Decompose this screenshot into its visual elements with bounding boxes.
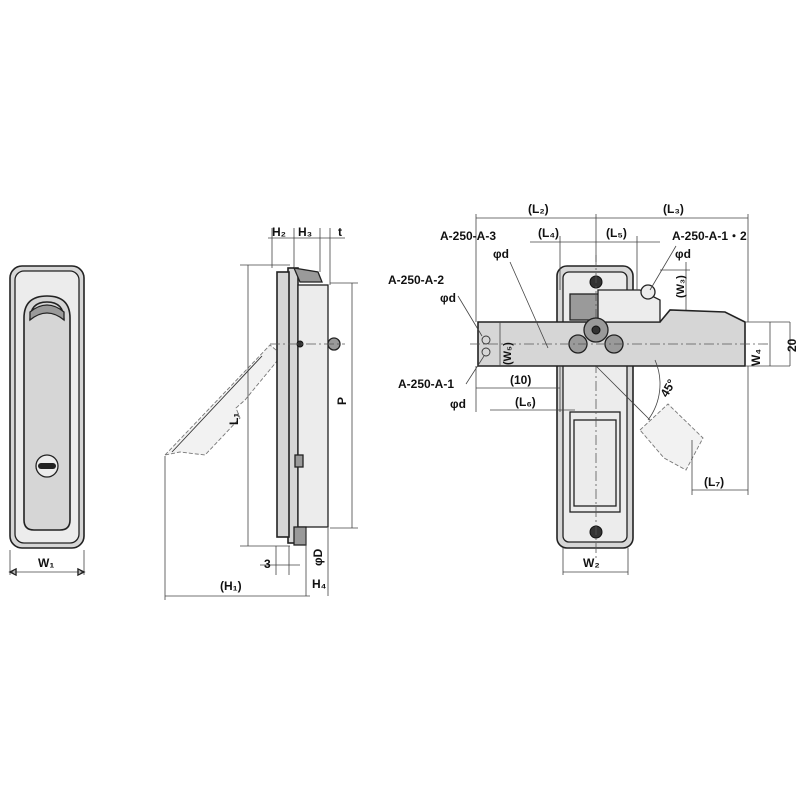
label-w1: W₁ xyxy=(38,556,54,570)
front-view: W₁ xyxy=(8,265,86,577)
label-phi-d-side: φD xyxy=(311,548,325,566)
label-l1: L₁ xyxy=(227,413,241,425)
rear-cam-hole xyxy=(640,284,656,300)
side-handle-open-ghost xyxy=(163,344,283,456)
side-body xyxy=(297,284,329,528)
side-view: H₂ H₃ t L₁ P 3 φD H₄ (H₁) xyxy=(163,225,358,600)
label-l4: (L₄) xyxy=(538,226,559,240)
front-handle xyxy=(23,295,71,531)
label-l7: (L₇) xyxy=(704,475,724,489)
rear-view: (L₂) (L₃) (L₄) (L₅) (W₃) (W₅) W₄ 20 (10)… xyxy=(388,202,799,575)
label-l2: (L₂) xyxy=(528,202,549,216)
label-w5: (W₅) xyxy=(502,342,514,365)
callout-a2: A-250-A-2 xyxy=(388,273,444,287)
callout-a1: A-250-A-1 xyxy=(398,377,454,391)
side-bottom-stud xyxy=(293,526,307,546)
callout-a1-d: φd xyxy=(450,397,466,411)
label-3: 3 xyxy=(264,557,271,571)
label-h3: H₃ xyxy=(298,225,312,239)
side-handle-top xyxy=(292,267,323,283)
label-h1: (H₁) xyxy=(220,579,242,593)
label-l5: (L₅) xyxy=(606,226,627,240)
label-w4: W₄ xyxy=(749,349,763,366)
label-h4: H₄ xyxy=(312,577,327,591)
label-10: (10) xyxy=(510,373,531,387)
callout-a12-d: φd xyxy=(675,247,691,261)
keyhole-slot xyxy=(38,463,56,469)
front-handle-shadow xyxy=(29,304,65,322)
side-lower-tab xyxy=(294,454,304,468)
callout-a3: A-250-A-3 xyxy=(440,229,496,243)
side-handle xyxy=(276,271,290,538)
callout-a12: A-250-A-1・2 xyxy=(672,229,747,243)
label-t: t xyxy=(338,225,342,239)
label-45: 45° xyxy=(657,377,678,400)
label-w3: (W₃) xyxy=(675,275,687,298)
callout-a3-d: φd xyxy=(493,247,509,261)
label-p: P xyxy=(335,397,349,405)
callout-a2-d: φd xyxy=(440,291,456,305)
label-w2: W₂ xyxy=(583,556,600,570)
rear-latch-rotated-ghost xyxy=(639,403,704,471)
rear-lower-window-inner xyxy=(573,419,617,507)
label-l3: (L₃) xyxy=(663,202,684,216)
label-l6: (L₆) xyxy=(515,395,536,409)
label-20: 20 xyxy=(785,338,799,352)
label-h2: H₂ xyxy=(272,225,286,239)
